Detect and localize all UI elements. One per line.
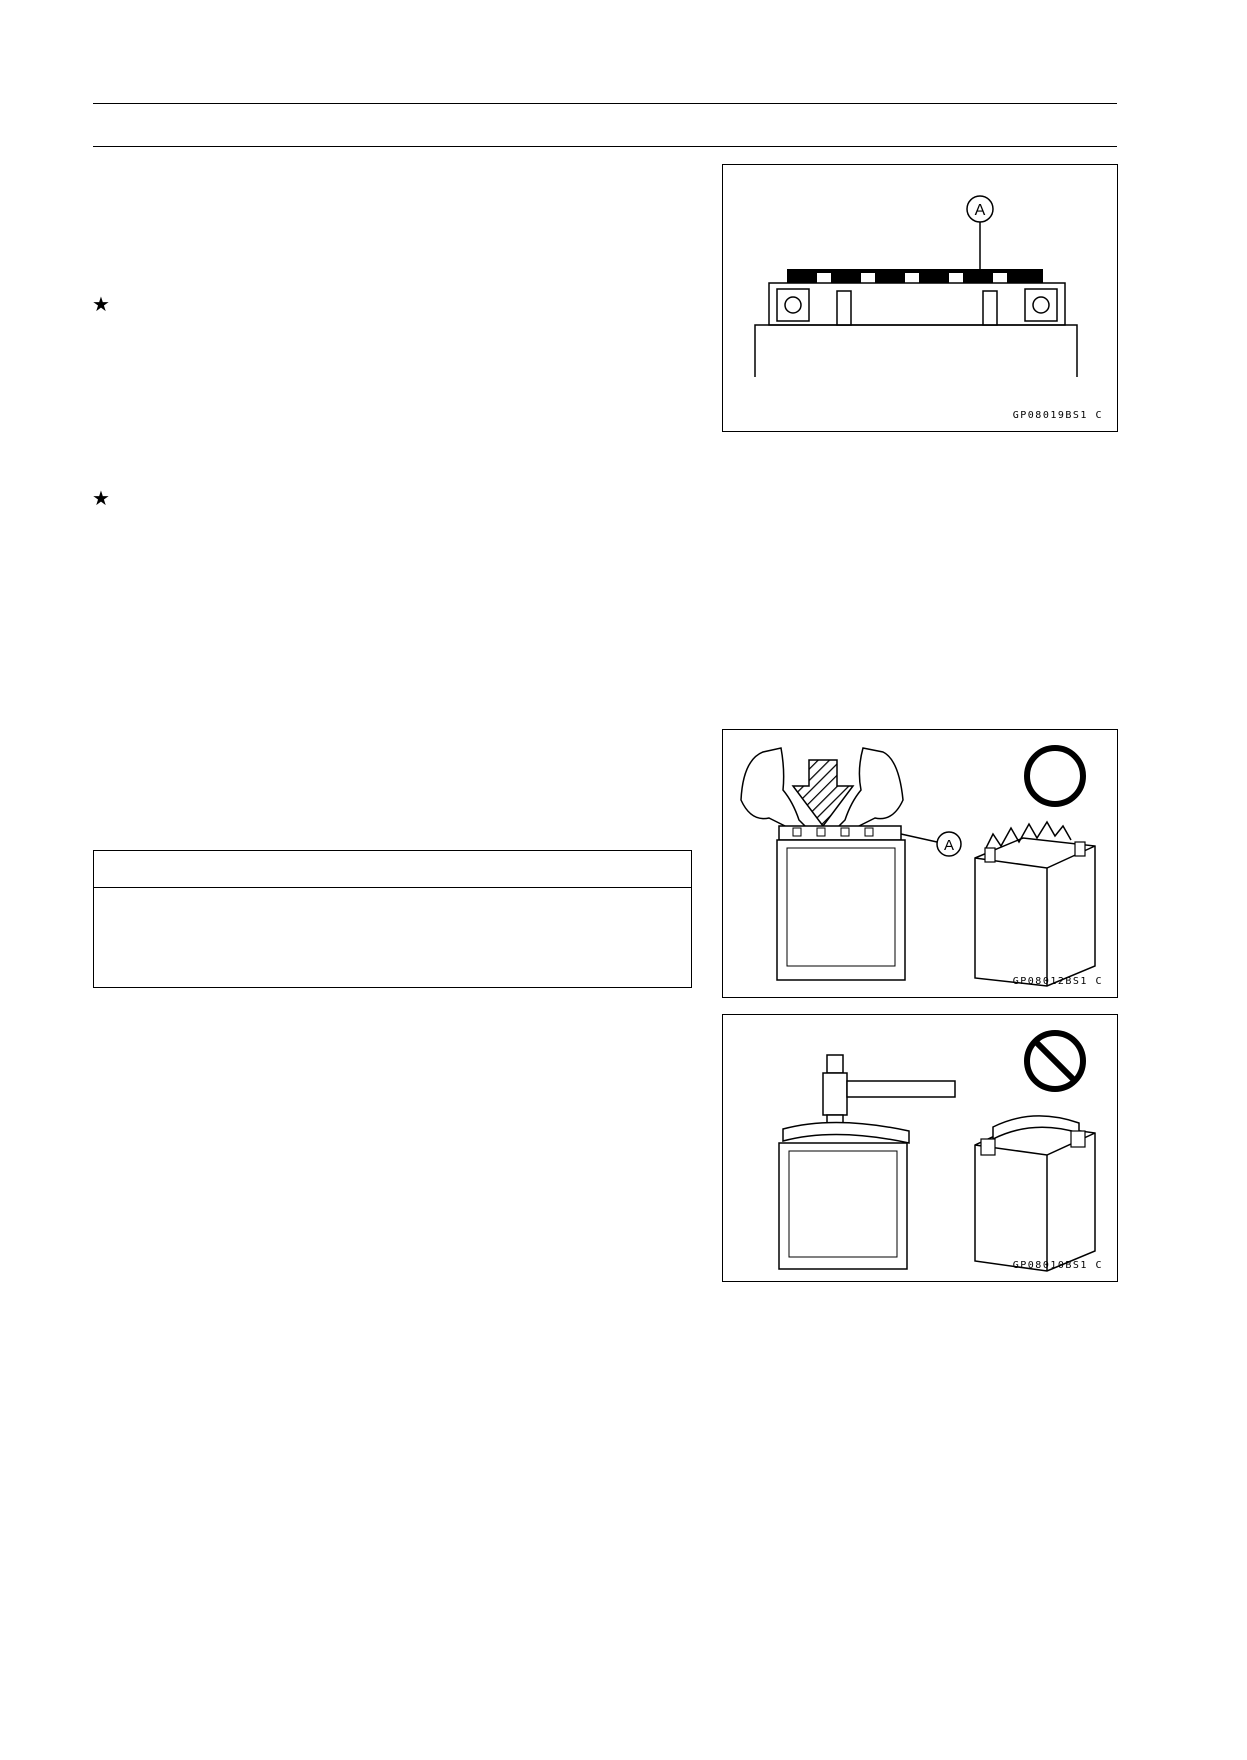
figure-seal-cap-install-prohibited: GP08010BS1 C <box>722 1014 1118 1282</box>
prohibited-icon <box>1024 1030 1086 1092</box>
figure-code: GP08019BS1 C <box>1012 410 1103 421</box>
figure-code: GP08010BS1 C <box>1012 1260 1103 1271</box>
seal-cap-hammer-diagram <box>778 1030 1096 1272</box>
header-rule-top <box>93 103 1117 104</box>
header-rule-bottom <box>93 146 1117 147</box>
right-hand-icon <box>837 747 904 831</box>
hammer-icon <box>826 1054 844 1074</box>
correct-circle-icon <box>1024 745 1086 807</box>
left-hand-icon <box>740 747 807 831</box>
figure-code: GP08012BS1 C <box>1012 976 1103 987</box>
caution-table <box>93 850 692 988</box>
seal-cap-diagram: A <box>754 195 1078 377</box>
caution-table-header <box>94 851 691 888</box>
callout-a-label: A <box>975 202 986 219</box>
callout-a-label: A <box>944 837 954 854</box>
press-down-arrow-icon <box>791 759 855 828</box>
star-bullet-2: ★ <box>92 486 110 510</box>
star-bullet-1: ★ <box>92 292 110 316</box>
figure-seal-cap-install-correct: A GP08012BS1 C <box>722 729 1118 998</box>
seal-cap-install-diagram: A <box>740 745 1096 987</box>
figure-seal-cap-side-view: A GP08019BS1 C <box>722 164 1118 432</box>
